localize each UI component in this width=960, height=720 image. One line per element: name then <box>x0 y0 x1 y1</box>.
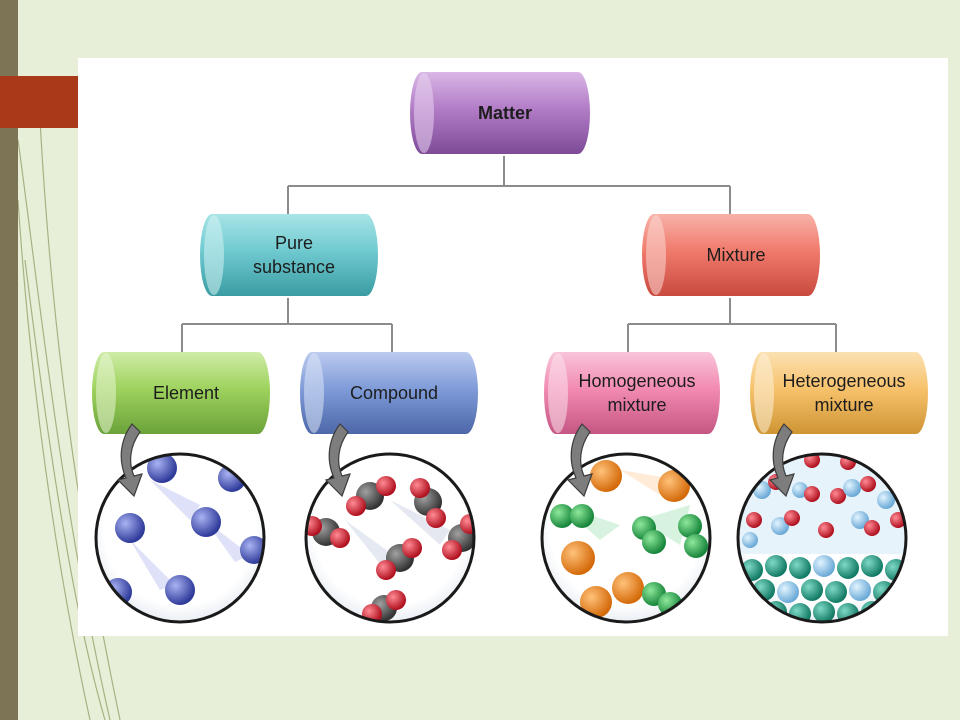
pure-substance-label-line2: substance <box>252 257 336 277</box>
heterogeneous-arrow-icon <box>768 423 795 498</box>
pure-substance-label-box: Pure substance <box>212 214 376 296</box>
mixture-label: Mixture <box>706 245 766 265</box>
matter-node <box>410 72 590 154</box>
heterogeneous-label-line2: mixture <box>814 395 874 415</box>
element-particles-view <box>94 452 266 624</box>
homogeneous-particles-view <box>540 452 712 624</box>
homogeneous-mixture-node <box>544 352 720 434</box>
homogeneous-label-line1: Homogeneous <box>578 371 696 391</box>
element-arrow-icon <box>116 423 143 498</box>
matter-node-label-box: Matter <box>422 72 588 154</box>
compound-particles-view <box>304 452 476 624</box>
heterogeneous-label-line1: Heterogeneous <box>782 371 906 391</box>
mixture-label-box: Mixture <box>654 214 818 296</box>
mixture-node <box>642 214 820 296</box>
compound-arrow-icon <box>324 423 351 498</box>
red-accent-tab <box>0 76 78 128</box>
compound-label-box: Compound <box>312 352 476 434</box>
heterogeneous-label-box: Heterogeneous mixture <box>762 352 926 434</box>
heterogeneous-mixture-node <box>750 352 928 434</box>
pure-substance-label-line1: Pure <box>274 233 314 253</box>
homogeneous-arrow-icon <box>566 423 593 498</box>
element-label-box: Element <box>104 352 268 434</box>
connector-lines <box>181 156 837 352</box>
element-node <box>92 352 270 434</box>
compound-node <box>300 352 478 434</box>
left-accent-bar <box>0 0 18 720</box>
matter-label: Matter <box>477 103 532 123</box>
element-label: Element <box>152 383 220 403</box>
homogeneous-label-box: Homogeneous mixture <box>556 352 718 434</box>
compound-label: Compound <box>349 383 439 403</box>
pure-substance-node <box>200 214 378 296</box>
arrow-icons <box>116 423 795 498</box>
heterogeneous-particles-view <box>736 452 908 624</box>
homogeneous-label-line2: mixture <box>607 395 667 415</box>
